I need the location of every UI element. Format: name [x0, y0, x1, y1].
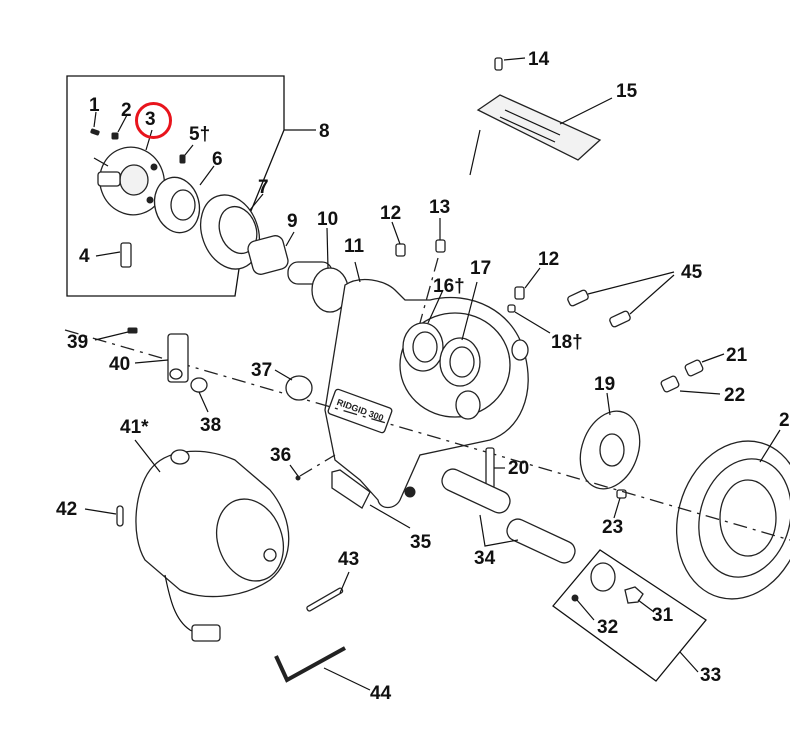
callout-4[interactable]: 4: [79, 246, 90, 267]
part-12a-fitting: [395, 243, 406, 257]
part-35-plate: [331, 469, 371, 509]
callout-6[interactable]: 6: [212, 149, 223, 170]
part-21-spring: [684, 359, 704, 377]
callout-17[interactable]: 17: [470, 258, 492, 279]
part-43-pin: [306, 587, 344, 612]
nameplate: [327, 388, 393, 434]
part-39-screw: [127, 327, 138, 334]
callout-15[interactable]: 15: [616, 81, 638, 102]
callout-9[interactable]: 9: [287, 211, 298, 232]
callout-45[interactable]: 45: [681, 262, 703, 283]
callout-13[interactable]: 13: [429, 197, 451, 218]
callout-12b[interactable]: 12: [538, 249, 560, 270]
part-14-screw: [494, 57, 503, 71]
callout-36[interactable]: 36: [270, 445, 292, 466]
callout-43[interactable]: 43: [338, 549, 360, 570]
part-42-pin: [116, 505, 124, 527]
part-33-bushing: [590, 562, 616, 592]
callout-22[interactable]: 22: [724, 385, 746, 406]
part-11-housing: [324, 278, 529, 509]
callout-11[interactable]: 11: [344, 236, 365, 257]
callout-34[interactable]: 34: [474, 548, 496, 569]
part-40-bracket: [167, 333, 189, 383]
callout-12a[interactable]: 12: [380, 203, 402, 224]
part-22-spring: [660, 375, 680, 393]
part-7-seal: [200, 194, 260, 270]
callout-39[interactable]: 39: [67, 332, 89, 353]
callout-38[interactable]: 38: [200, 415, 222, 436]
callout-35[interactable]: 35: [410, 532, 432, 553]
callout-32[interactable]: 32: [597, 617, 619, 638]
part-32-ball: [571, 594, 579, 602]
callout-1[interactable]: 1: [89, 95, 100, 116]
part-1-pin: [90, 128, 100, 136]
part-2-handwheel: [675, 440, 790, 600]
callout-19[interactable]: 19: [594, 374, 616, 395]
callout-20[interactable]: 20: [508, 458, 530, 479]
callout-16[interactable]: 16†: [433, 276, 465, 297]
part-23-pin: [616, 489, 627, 499]
part-15-plate: [476, 94, 602, 161]
part-4-key: [120, 242, 132, 268]
callout-41[interactable]: 41*: [120, 417, 149, 438]
part-13-plug: [435, 239, 446, 253]
part-3-flange: [93, 146, 165, 216]
highlight-ring-part-3: [135, 102, 172, 139]
part-18-plug: [507, 304, 516, 313]
part-31-nut: [624, 586, 644, 604]
part-44-hexkey: [274, 646, 346, 683]
callout-37[interactable]: 37: [251, 360, 273, 381]
callout-40[interactable]: 40: [109, 354, 131, 375]
group-bracket-33: [552, 549, 707, 682]
part-34-tubes: [441, 468, 576, 564]
callout-2[interactable]: 2: [121, 100, 132, 121]
callout-3[interactable]: 3: [145, 109, 156, 130]
part-5-screw: [179, 154, 186, 164]
callout-14[interactable]: 14: [528, 49, 550, 70]
part-12b-fitting: [514, 286, 525, 300]
part-41-motor: [135, 449, 290, 642]
part-10-spindle: [287, 261, 349, 313]
part-36-screw: [295, 475, 301, 481]
part-2-screw: [111, 132, 119, 140]
part-9-sleeve: [247, 235, 289, 275]
callout-7[interactable]: 7: [258, 177, 269, 198]
callout-31[interactable]: 31: [652, 605, 674, 626]
part-19-disc: [579, 410, 641, 490]
callout-44[interactable]: 44: [370, 683, 392, 704]
part-37-washer: [285, 375, 313, 401]
part-38-washer: [190, 377, 208, 393]
callout-21[interactable]: 21: [726, 345, 748, 366]
callout-5[interactable]: 5†: [189, 124, 211, 145]
callout-2-right[interactable]: 2: [779, 410, 790, 431]
callout-10[interactable]: 10: [317, 209, 339, 230]
callout-23[interactable]: 23: [602, 517, 624, 538]
part-45-fittings: [567, 289, 631, 328]
part-6-ring: [153, 176, 201, 234]
callout-33[interactable]: 33: [700, 665, 722, 686]
part-17-bearing: [439, 337, 481, 387]
callout-18[interactable]: 18†: [551, 332, 583, 353]
callout-42[interactable]: 42: [56, 499, 78, 520]
callout-8[interactable]: 8: [319, 121, 330, 142]
part-20-bolt: [485, 447, 495, 489]
part-16-bearing: [402, 322, 444, 372]
